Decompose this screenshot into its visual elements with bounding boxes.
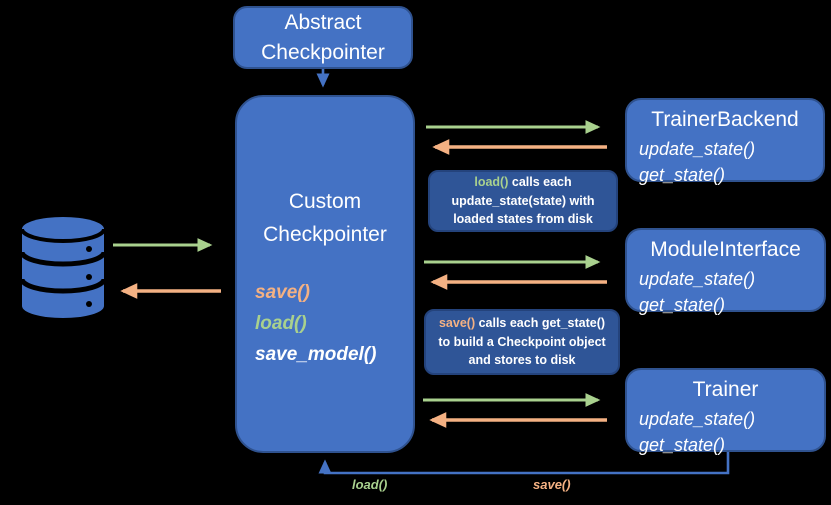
custom-checkpointer-box: Custom Checkpointer save() load() save_m…	[235, 95, 415, 453]
save-note-line1-rest: calls each get_state()	[475, 316, 606, 331]
module-interface-box: ModuleInterface update_state() get_state…	[625, 228, 826, 315]
save-note-line3: and stores to disk	[468, 353, 576, 368]
save-annotation-note: save() calls each get_state() to build a…	[424, 309, 620, 375]
custom-checkpointer-methods: save() load() save_model()	[255, 277, 413, 370]
custom-title-line2: Checkpointer	[263, 223, 387, 246]
module-interface-methods: update_state() get_state()	[639, 266, 824, 318]
module-interface-title: ModuleInterface	[650, 238, 801, 261]
trainer-backend-methods: update_state() get_state()	[639, 136, 823, 188]
load-note-method: load()	[474, 175, 509, 190]
save-note-line1: save() calls each get_state()	[426, 314, 618, 333]
custom-checkpointer-title: Custom Checkpointer	[237, 185, 413, 251]
trainer-get-state: get_state()	[639, 435, 726, 455]
trainer-methods: update_state() get_state()	[639, 406, 824, 458]
module-interface-get-state: get_state()	[639, 295, 726, 315]
trainer-title: Trainer	[692, 378, 759, 401]
method-save-model: save_model()	[255, 344, 377, 365]
method-save: save()	[255, 282, 310, 303]
bottom-save-label: save()	[533, 477, 571, 492]
save-note-line2: to build a Checkpoint object	[438, 334, 606, 349]
bottom-load-label: load()	[352, 477, 388, 492]
database-cylinder-icon	[20, 217, 106, 318]
trainer-backend-box: TrainerBackend update_state() get_state(…	[625, 98, 825, 185]
load-annotation-note: load() calls each update_state(state) wi…	[428, 170, 618, 232]
trainer-backend-title: TrainerBackend	[651, 108, 799, 131]
load-note-line3: loaded states from disk	[453, 212, 593, 227]
load-note-line1: load() calls each	[430, 173, 616, 192]
load-note-line1-rest: calls each	[508, 175, 572, 190]
load-note-line2: update_state(state) with	[451, 193, 595, 208]
trainer-box: Trainer update_state() get_state()	[625, 368, 826, 455]
abstract-checkpointer-box: Abstract Checkpointer	[233, 6, 413, 69]
abstract-checkpointer-title: Abstract Checkpointer	[261, 10, 385, 64]
trainer-update-state: update_state()	[639, 409, 756, 429]
trainer-backend-update-state: update_state()	[639, 139, 756, 159]
trainer-backend-get-state: get_state()	[639, 165, 726, 185]
module-interface-update-state: update_state()	[639, 269, 756, 289]
save-note-method: save()	[438, 316, 476, 331]
custom-title-line1: Custom	[288, 190, 362, 213]
method-load: load()	[255, 313, 307, 334]
